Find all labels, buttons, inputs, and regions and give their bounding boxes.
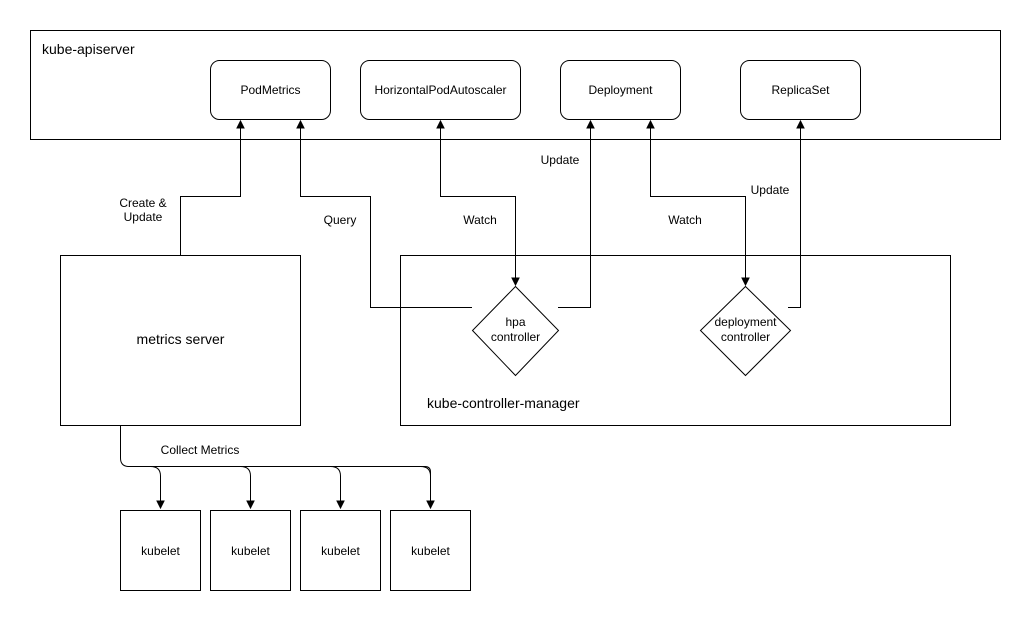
- update-deployment-label: Update: [541, 153, 580, 167]
- horizontalpodautoscaler-label: HorizontalPodAutoscaler: [374, 83, 506, 97]
- update-replicaset-label: Update: [751, 183, 790, 197]
- kubelet-label: kubelet: [321, 544, 360, 558]
- watch-deployment-label: Watch: [668, 213, 702, 227]
- kube-apiserver-label: kube-apiserver: [42, 41, 135, 57]
- create-update-label-line-2: Update: [124, 210, 163, 224]
- watch-hpa-arrowhead-top: [436, 119, 445, 129]
- deployment-controller-label-line-2: controller: [721, 330, 770, 344]
- replicaset-label: ReplicaSet: [771, 83, 830, 97]
- update-replicaset-arrow: [788, 119, 805, 308]
- watch-deployment-arrow: [650, 121, 750, 287]
- kubelet-label: kubelet: [231, 544, 270, 558]
- horizontalpodautoscaler-resource: HorizontalPodAutoscaler: [360, 60, 521, 120]
- hpa-controller-diamond: hpa controller: [471, 285, 560, 377]
- kubelet-label: kubelet: [411, 544, 450, 558]
- kubelet-box: kubelet: [210, 510, 291, 591]
- watch-hpa-arrow: [440, 121, 520, 287]
- deployment-controller-diamond: deployment controller: [699, 285, 792, 377]
- watch-hpa-label: Watch: [463, 213, 497, 227]
- kubelet-label: kubelet: [141, 544, 180, 558]
- deployment-resource: Deployment: [560, 60, 681, 120]
- create-update-arrow: [180, 119, 245, 256]
- collect-arrow-kubelet-4: [420, 466, 435, 510]
- deployment-controller-label-line-1: deployment: [714, 315, 777, 329]
- collect-arrow-kubelet-2: [240, 466, 255, 510]
- edge-labels: Create & Update Query Watch Update Watch…: [119, 153, 789, 457]
- hpa-controller-label-line-1: hpa: [505, 315, 525, 329]
- update-deployment-arrow: [558, 119, 595, 308]
- create-update-label-line-1: Create &: [119, 196, 166, 210]
- kubelet-box: kubelet: [390, 510, 471, 591]
- hpa-controller-label-line-2: controller: [491, 330, 540, 344]
- query-label: Query: [324, 213, 357, 227]
- collect-arrow-kubelet-3: [330, 466, 345, 510]
- watch-deployment-arrowhead-top: [646, 119, 655, 129]
- collect-metrics-trunk: [120, 425, 431, 508]
- query-arrow: [296, 119, 472, 308]
- kube-controller-manager-container: kube-controller-manager: [400, 255, 951, 426]
- replicaset-resource: ReplicaSet: [740, 60, 861, 120]
- connectors: [120, 119, 805, 510]
- collect-metrics-label: Collect Metrics: [161, 443, 240, 457]
- podmetrics-resource: PodMetrics: [210, 60, 331, 120]
- podmetrics-label: PodMetrics: [240, 83, 300, 97]
- kube-controller-manager-label: kube-controller-manager: [427, 395, 580, 411]
- metrics-server-label: metrics server: [137, 331, 225, 347]
- deployment-label: Deployment: [588, 83, 653, 97]
- kubelet-box: kubelet: [120, 510, 201, 591]
- collect-arrow-kubelet-1: [150, 466, 165, 510]
- metrics-server-box: metrics server: [60, 255, 301, 426]
- kubelet-box: kubelet: [300, 510, 381, 591]
